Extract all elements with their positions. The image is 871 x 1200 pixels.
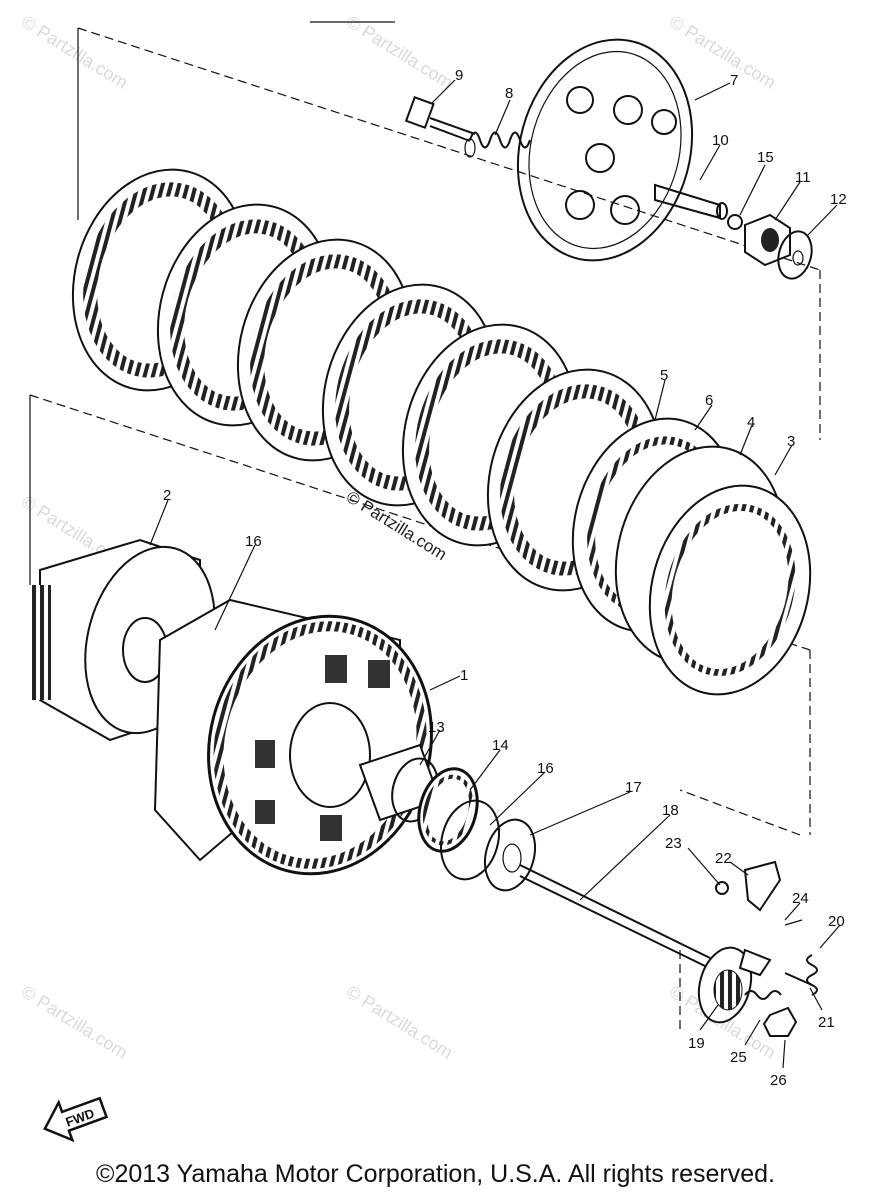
callout-number: 26 [770, 1072, 787, 1089]
callout-number: 12 [830, 191, 847, 208]
copyright-notice: ©2013 Yamaha Motor Corporation, U.S.A. A… [96, 1160, 775, 1188]
callout-number: 25 [730, 1049, 747, 1066]
assembly-guide-lines [29, 21, 821, 1030]
callout-number: 1 [460, 667, 468, 684]
callout-number: 22 [715, 850, 732, 867]
clutch-plate-stack [71, 168, 812, 696]
release-mechanism [697, 860, 818, 1037]
callout-number: 18 [662, 802, 679, 819]
push-rod [519, 864, 711, 967]
callout-number: 16 [245, 533, 262, 550]
pressure-plate [516, 38, 728, 262]
callout-number: 8 [505, 85, 513, 102]
washer [777, 230, 813, 280]
callout-number: 14 [492, 737, 509, 754]
watermark: © Partzilla.com [343, 981, 456, 1062]
watermark: © Partzilla.com [18, 11, 131, 92]
callout-number: 24 [792, 890, 809, 907]
callout-number: 17 [625, 779, 642, 796]
callout-number: 7 [730, 72, 738, 89]
callout-number: 3 [787, 433, 795, 450]
callout-labels: 1 2 3 4 5 6 7 8 9 10 11 12 13 14 15 16 1… [163, 67, 847, 1089]
watermark: © Partzilla.com [18, 981, 131, 1062]
callout-number: 21 [818, 1014, 835, 1031]
ball [727, 214, 743, 230]
callout-number: 2 [163, 487, 171, 504]
callout-number: 16 [537, 760, 554, 777]
watermark: © Partzilla.com [343, 11, 456, 92]
clutch-bolt [404, 96, 476, 142]
callout-number: 13 [428, 719, 445, 736]
callout-number: 5 [660, 367, 668, 384]
callout-number: 4 [747, 414, 755, 431]
callout-number: 6 [705, 392, 713, 409]
callout-number: 19 [688, 1035, 705, 1052]
callout-number: 10 [712, 132, 729, 149]
watermark: © Partzilla.com [666, 11, 779, 92]
callout-number: 11 [795, 169, 811, 186]
locknut [744, 213, 791, 267]
callout-number: 20 [828, 913, 845, 930]
callout-number: 15 [757, 149, 774, 166]
thrust-bearing-parts [391, 757, 536, 892]
fwd-arrow-icon: FWD [43, 1096, 109, 1143]
callout-number: 9 [455, 67, 463, 84]
clutch-housing [153, 598, 442, 876]
leader-lines [149, 79, 841, 1069]
clutch-spring [464, 131, 531, 158]
callout-number: 23 [665, 835, 682, 852]
